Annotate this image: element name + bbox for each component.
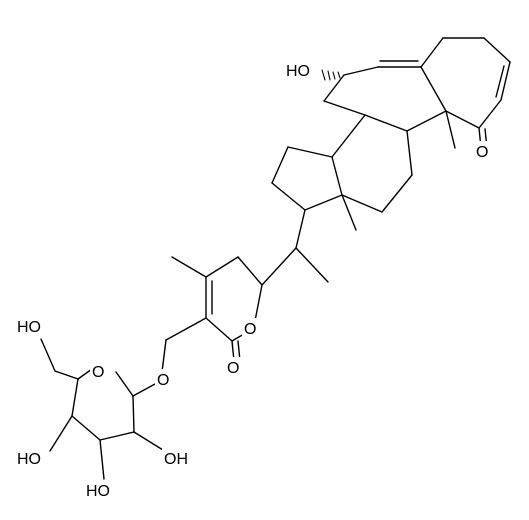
label-ketone-o: O xyxy=(476,144,488,161)
vinyl-methyl xyxy=(171,256,207,278)
label-oh-left: HO xyxy=(17,451,41,468)
ho-hashed-wedge xyxy=(321,69,341,81)
label-lactone-o: O xyxy=(227,360,239,377)
glucose-ring xyxy=(71,368,156,441)
label-oh-ch2: HO xyxy=(17,319,41,336)
label-ring-o-pyran: O xyxy=(244,321,256,338)
label-oh-bottom: HO xyxy=(86,483,110,500)
label-ether-o: O xyxy=(157,372,169,389)
label-ho-top: HO xyxy=(286,63,310,80)
side-chain xyxy=(261,209,329,286)
label-sugar-ring-o: O xyxy=(92,364,104,381)
ring-a xyxy=(420,37,511,129)
methyl-c10 xyxy=(445,110,456,149)
ring-d xyxy=(271,146,343,211)
methyl-c13 xyxy=(341,194,357,231)
ring-b xyxy=(323,60,447,132)
glucose-substituents xyxy=(40,338,164,480)
atom-labels: HO O O O O O HO HO OH HO xyxy=(14,60,492,500)
ring-c xyxy=(331,114,413,213)
ch2-linker xyxy=(161,317,207,373)
label-oh-right: OH xyxy=(164,451,188,468)
